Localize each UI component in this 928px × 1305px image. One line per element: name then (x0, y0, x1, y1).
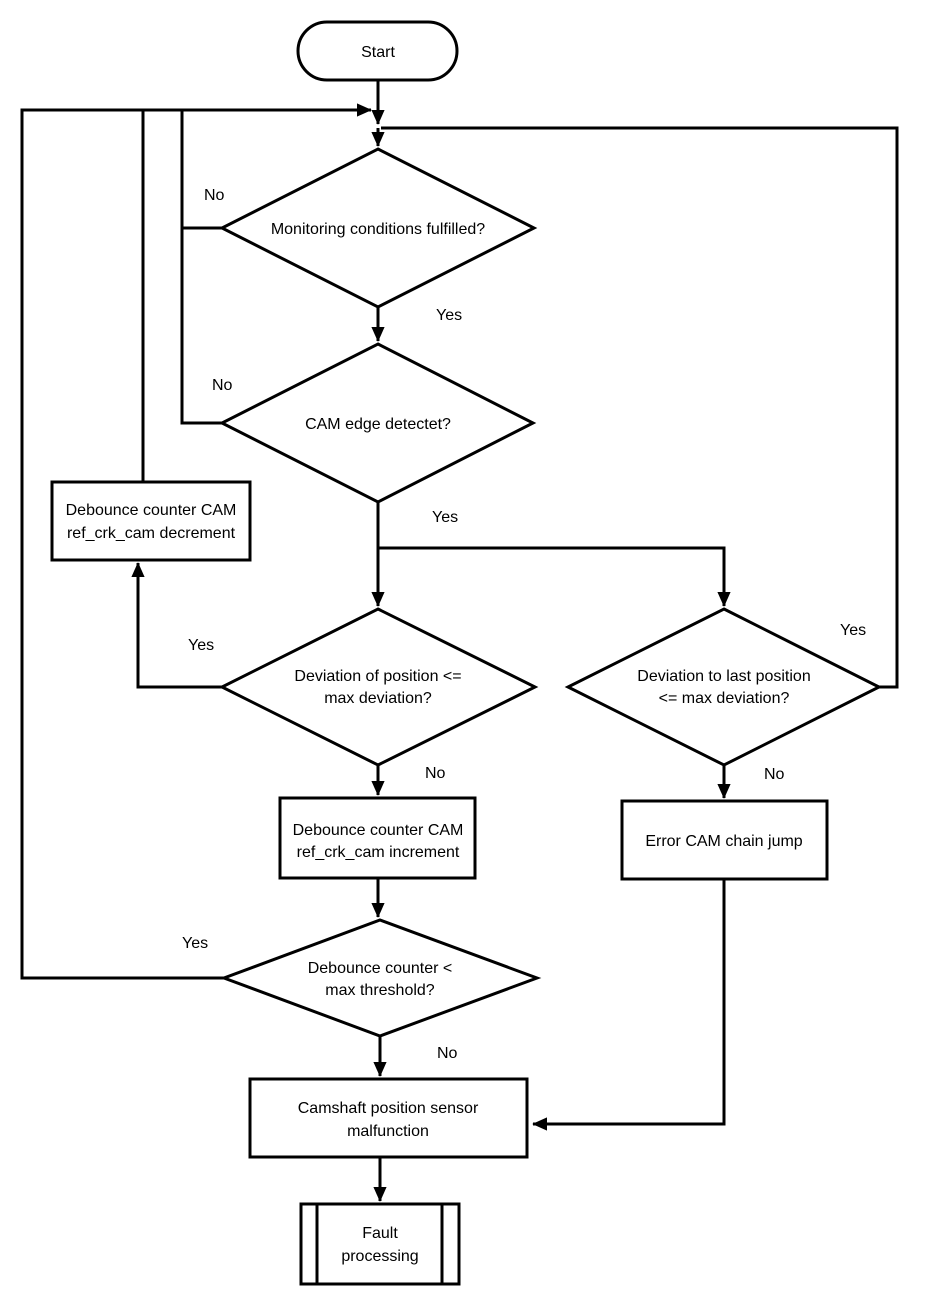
debounce-threshold-line1: Debounce counter < (308, 960, 453, 977)
debounce-decrement-line2: ref_crk_cam decrement (67, 525, 236, 542)
debounce-increment-box (278, 796, 477, 880)
fault-processing-box (299, 1202, 461, 1286)
deviation-last-position-line1: Deviation to last position (637, 668, 810, 685)
deviation-position-diamond (218, 607, 539, 767)
edge-label-monitoring-no: No (204, 187, 225, 204)
deviation-last-position-decision: Deviation to last position <= max deviat… (564, 607, 883, 767)
deviation-last-position-line2: <= max deviation? (659, 690, 790, 707)
fault-processing-line1: Fault (362, 1225, 398, 1242)
error-cam-chain-jump-label: Error CAM chain jump (645, 833, 802, 850)
monitoring-conditions-diamond (218, 147, 538, 309)
edge-label-cam-edge-no: No (212, 377, 233, 394)
deviation-position-line1: Deviation of position <= (294, 668, 461, 685)
cam-edge-diamond (218, 342, 537, 504)
connector-cam-edge-no-loop (180, 110, 222, 425)
connector-cam-edge-yes-branch-to-deviation-last (378, 546, 731, 607)
debounce-threshold-decision: Debounce counter < max threshold? (219, 918, 542, 1038)
camshaft-malfunction-box (248, 1077, 529, 1159)
connectors (20, 80, 899, 1202)
camshaft-malfunction-line2: malfunction (347, 1123, 429, 1140)
debounce-increment-line1: Debounce counter CAM (293, 822, 464, 839)
debounce-increment-line2: ref_crk_cam increment (297, 844, 460, 861)
camshaft-malfunction-process: Camshaft position sensor malfunction (248, 1077, 529, 1159)
deviation-last-position-diamond (564, 607, 883, 767)
cam-edge-label: CAM edge detectet? (305, 416, 451, 433)
edge-labels: No Yes No Yes Yes No Yes No Yes No (182, 187, 866, 1062)
edge-label-deviation-position-yes: Yes (188, 637, 214, 654)
camshaft-malfunction-line1: Camshaft position sensor (298, 1100, 479, 1117)
deviation-position-decision: Deviation of position <= max deviation? (218, 607, 539, 767)
debounce-decrement-process: Debounce counter CAM ref_crk_cam decreme… (50, 480, 252, 562)
edge-label-deviation-last-yes: Yes (840, 622, 866, 639)
start-label: Start (361, 44, 395, 61)
edge-label-debounce-threshold-yes: Yes (182, 935, 208, 952)
start-node: Start (296, 20, 459, 82)
deviation-position-line2: max deviation? (324, 690, 432, 707)
edge-label-deviation-position-no: No (425, 765, 446, 782)
connector-debounce-threshold-yes-outer-loop (20, 103, 372, 980)
start-terminator-shape (296, 20, 459, 82)
debounce-decrement-box (50, 480, 252, 562)
edge-label-monitoring-yes: Yes (436, 307, 462, 324)
nodes: Start Monitoring conditions fulfilled? C… (50, 20, 883, 1286)
debounce-threshold-diamond (219, 918, 542, 1038)
debounce-decrement-line1: Debounce counter CAM (66, 502, 237, 519)
fault-processing-line2: processing (341, 1248, 418, 1265)
connector-deviation-position-yes-to-decrement (131, 562, 222, 689)
error-cam-chain-jump-process: Error CAM chain jump (620, 799, 829, 881)
fault-processing-subroutine: Fault processing (299, 1202, 461, 1286)
debounce-increment-process: Debounce counter CAM ref_crk_cam increme… (278, 796, 477, 880)
error-cam-chain-jump-box (620, 799, 829, 881)
monitoring-conditions-decision: Monitoring conditions fulfilled? (218, 147, 538, 309)
connector-deviation-last-yes-loop (381, 126, 899, 689)
cam-edge-decision: CAM edge detectet? (218, 342, 537, 504)
edge-label-debounce-threshold-no: No (437, 1045, 458, 1062)
edge-label-deviation-last-no: No (764, 766, 785, 783)
monitoring-conditions-label: Monitoring conditions fulfilled? (271, 221, 485, 238)
debounce-threshold-line2: max threshold? (325, 982, 434, 999)
edge-label-cam-edge-yes: Yes (432, 509, 458, 526)
connector-error-to-malfunction (532, 879, 726, 1131)
